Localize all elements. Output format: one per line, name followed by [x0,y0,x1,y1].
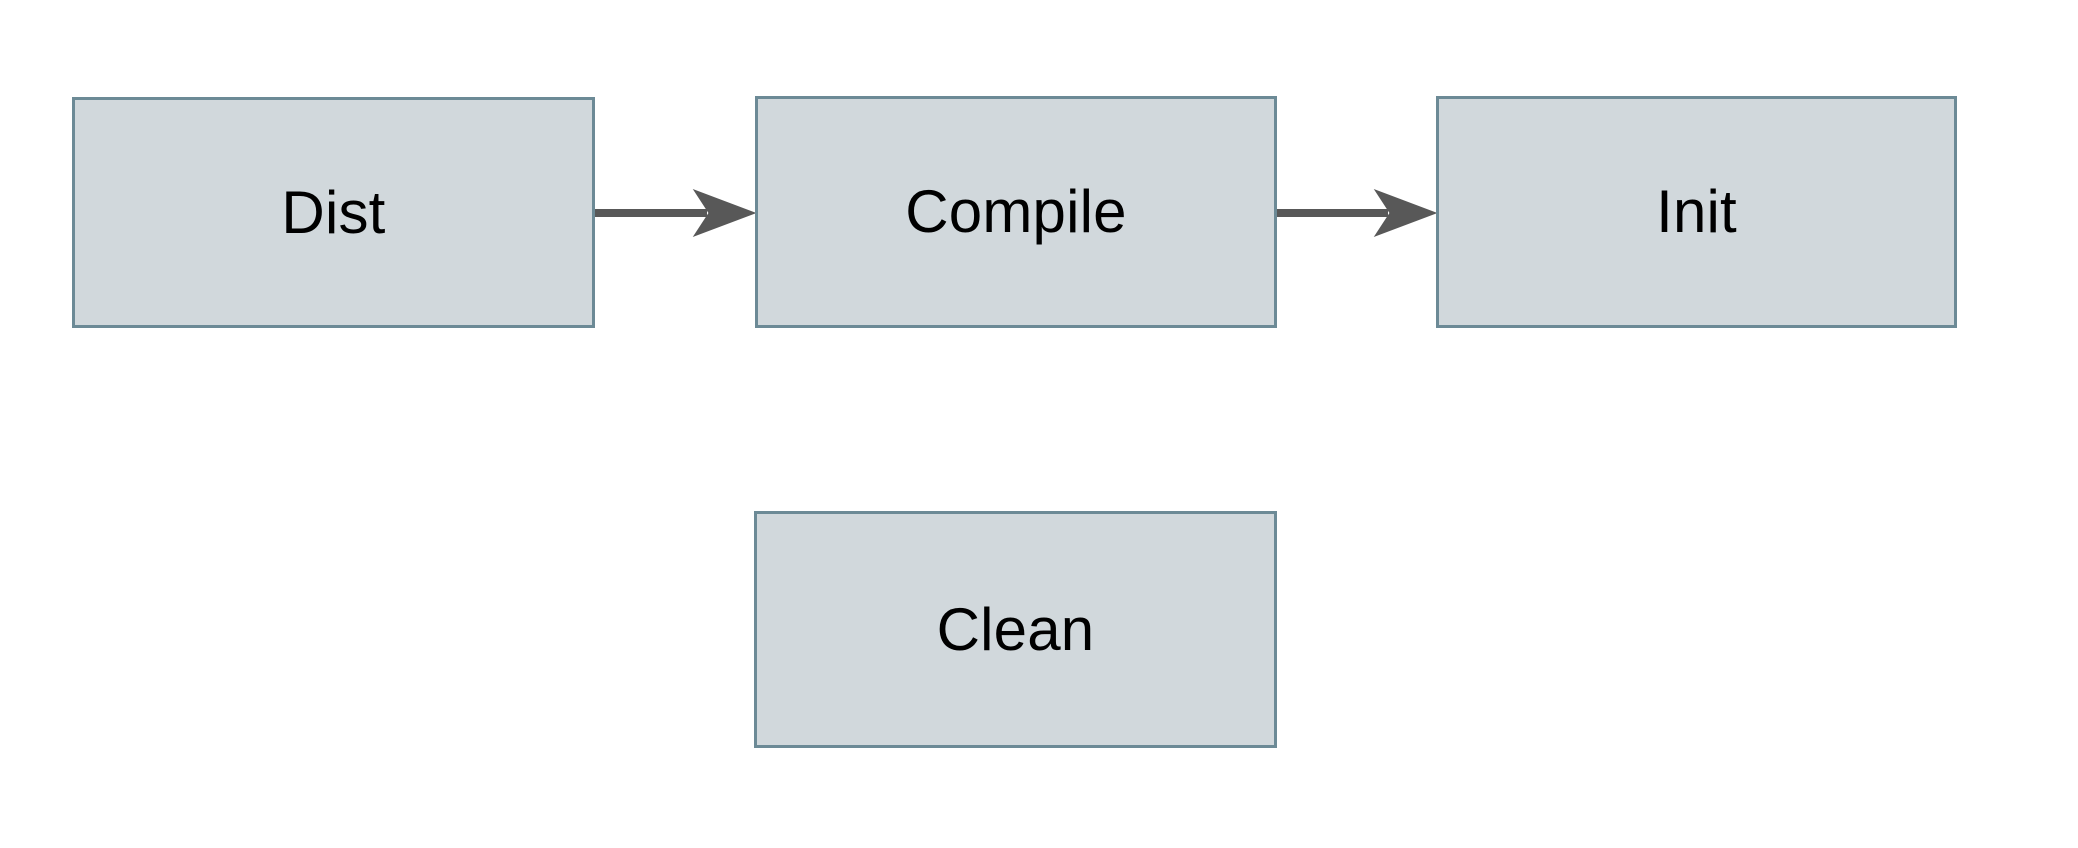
node-init-label: Init [1656,178,1737,245]
node-clean-label: Clean [936,595,1095,663]
edge-compile-to-init[interactable] [1277,188,1438,238]
arrowhead-icon [692,188,757,238]
node-dist[interactable]: Dist [72,97,595,328]
node-compile-label: Compile [905,178,1127,245]
node-clean[interactable]: Clean [754,511,1277,748]
node-init[interactable]: Init [1436,96,1957,328]
node-dist-label: Dist [281,178,386,246]
node-compile[interactable]: Compile [755,96,1277,328]
edge-dist-to-compile[interactable] [595,188,757,238]
arrowhead-icon [1373,188,1438,238]
